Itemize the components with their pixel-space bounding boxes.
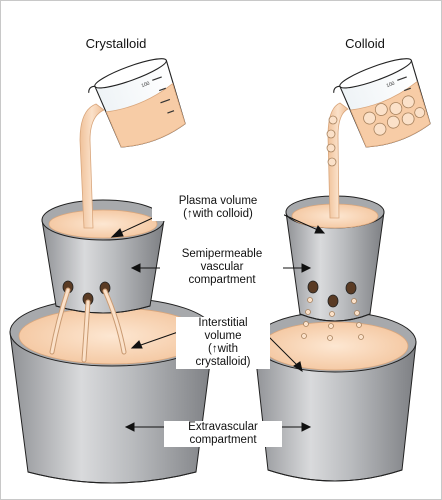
- pore-right-2: [327, 294, 339, 308]
- label-plasma-volume: Plasma volume (↑with colloid): [152, 195, 284, 221]
- crystalloid-pour-stream: [79, 103, 105, 229]
- label-semipermeable-vascular: Semipermeable vascular compartment: [162, 248, 282, 287]
- title-crystalloid: Crystalloid: [85, 36, 147, 51]
- label-extravascular-compartment: Extravascular compartment: [164, 421, 282, 447]
- label-interstitial-line2: volume: [204, 330, 242, 342]
- crystalloid-leak-streams: [49, 287, 127, 363]
- label-semipermeable-line3: compartment: [188, 274, 256, 286]
- plasma-fluid-left: [48, 209, 158, 239]
- label-extravascular-line1: Extravascular: [188, 421, 258, 433]
- label-semipermeable-line1: Semipermeable: [181, 248, 263, 260]
- pore-right-3: [345, 281, 357, 295]
- label-plasma-line1: Plasma volume: [178, 195, 258, 207]
- colloid-leak-droplets: [301, 297, 364, 341]
- label-interstitial-volume: Interstitial volume (↑with crystalloid): [176, 317, 270, 369]
- vascular-container-right: [285, 195, 385, 322]
- title-colloid: Colloid: [345, 36, 385, 51]
- pore-right-1: [307, 280, 319, 294]
- crystalloid-setup: 100: [9, 58, 215, 484]
- colloid-setup: 100: [253, 58, 431, 482]
- annotation-arrows: [110, 209, 326, 432]
- extravascular-container-right: [253, 311, 417, 482]
- interstitial-fluid-right: [261, 321, 409, 371]
- label-interstitial-line1: Interstitial: [198, 317, 248, 329]
- label-extravascular-line2: compartment: [189, 434, 257, 446]
- label-interstitial-line4: crystalloid): [195, 356, 251, 368]
- beaker-mark-left: 100: [141, 81, 151, 90]
- beaker-mark-right: 100: [386, 81, 396, 90]
- colloid-particles-stream: [326, 115, 338, 167]
- crystalloid-beaker: 100: [88, 58, 186, 148]
- label-plasma-line2: (↑with colloid): [183, 208, 253, 220]
- vascular-container-left: [41, 199, 165, 314]
- colloid-beaker: 100: [333, 58, 431, 148]
- label-semipermeable-line2: vascular: [200, 261, 244, 273]
- label-interstitial-line3: (↑with: [207, 343, 239, 355]
